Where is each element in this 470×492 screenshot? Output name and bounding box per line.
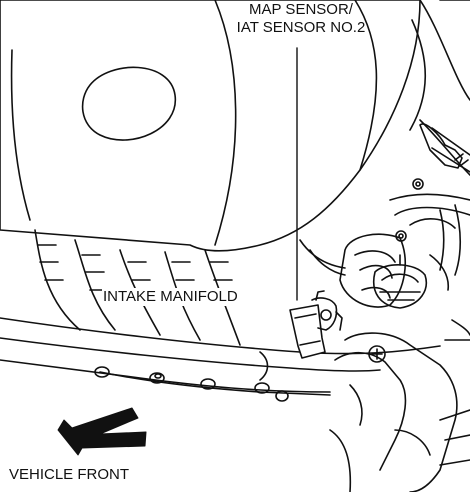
lower-right-bracket	[329, 319, 470, 492]
cover-oval-emblem	[81, 66, 176, 141]
front-crossmember	[0, 317, 441, 396]
map-sensor	[289, 290, 343, 359]
hose-connector	[419, 123, 463, 169]
throttle-body-flange	[339, 233, 406, 308]
map-sensor-label-line2: IAT SENSOR NO.2	[236, 19, 366, 36]
idle-valve	[373, 264, 427, 309]
map-sensor-label-line1: MAP SENSOR/	[249, 1, 353, 18]
engine-cover	[0, 0, 427, 252]
throttle-body-area	[299, 0, 470, 309]
direction-arrow-icon	[57, 407, 147, 456]
map-sensor-label: MAP SENSOR/ IAT SENSOR NO.2	[205, 1, 397, 37]
vehicle-front-label: VEHICLE FRONT	[9, 466, 130, 483]
underside-bolts	[94, 366, 289, 402]
intake-manifold-label: INTAKE MANIFOLD	[102, 288, 239, 306]
